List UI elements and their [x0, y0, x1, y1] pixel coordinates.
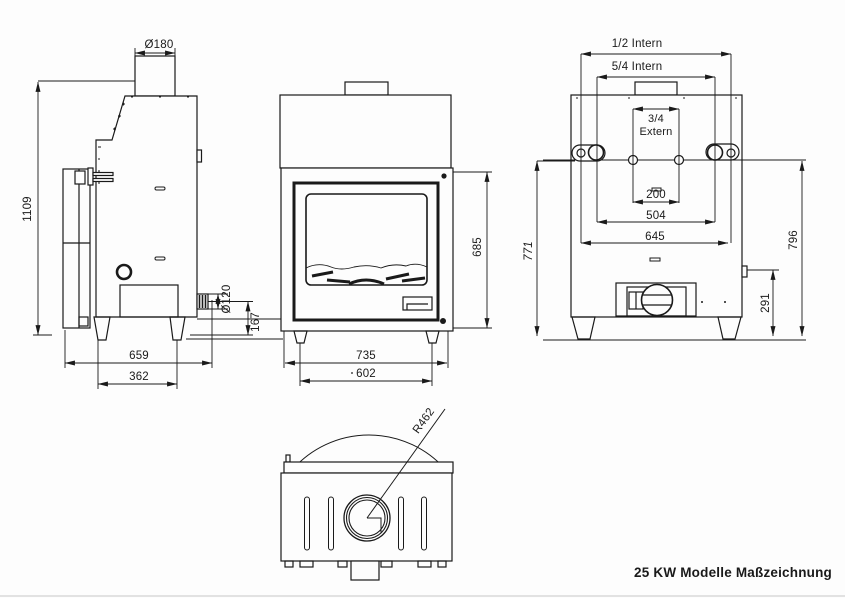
- dim-label-chimney-diameter: Ø180: [144, 39, 174, 51]
- drawing-title: 25 KW Modelle Maßzeichnung: [634, 565, 832, 580]
- dim-label-fan-height-291: 291: [760, 293, 772, 313]
- dim-label-height-796: 796: [788, 230, 800, 250]
- back-view: [534, 51, 806, 341]
- dim-label-height-771: 771: [523, 241, 535, 261]
- front-view: [279, 81, 492, 386]
- side-view: [33, 48, 283, 389]
- dim-label-spacing-504: 504: [646, 210, 666, 222]
- connector-label-three-quarter-line2: Extern: [639, 126, 673, 138]
- dim-label-spacing-645: 645: [645, 231, 665, 243]
- dim-label-flue-outlet-height: 167: [250, 312, 262, 332]
- connector-label-three-quarter-line1: 3/4: [648, 113, 664, 125]
- dim-label-total-height: 1109: [22, 196, 34, 222]
- dim-label-body-height: 685: [472, 237, 484, 257]
- dim-label-side-leg-spacing: 362: [129, 371, 149, 383]
- top-view: [280, 408, 454, 581]
- dim-label-depth: 659: [129, 350, 149, 362]
- dim-label-total-width: 735: [356, 350, 376, 362]
- dim-label-front-leg-spacing: 602: [356, 368, 376, 380]
- connector-label-half-inch: 1/2 Intern: [611, 38, 663, 50]
- dim-label-spacing-200: 200: [646, 189, 666, 201]
- connector-label-five-quarter: 5/4 Intern: [611, 61, 663, 73]
- page-bottom-edge: [0, 595, 845, 597]
- dim-label-flue-outlet-diameter: Ø120: [221, 284, 233, 314]
